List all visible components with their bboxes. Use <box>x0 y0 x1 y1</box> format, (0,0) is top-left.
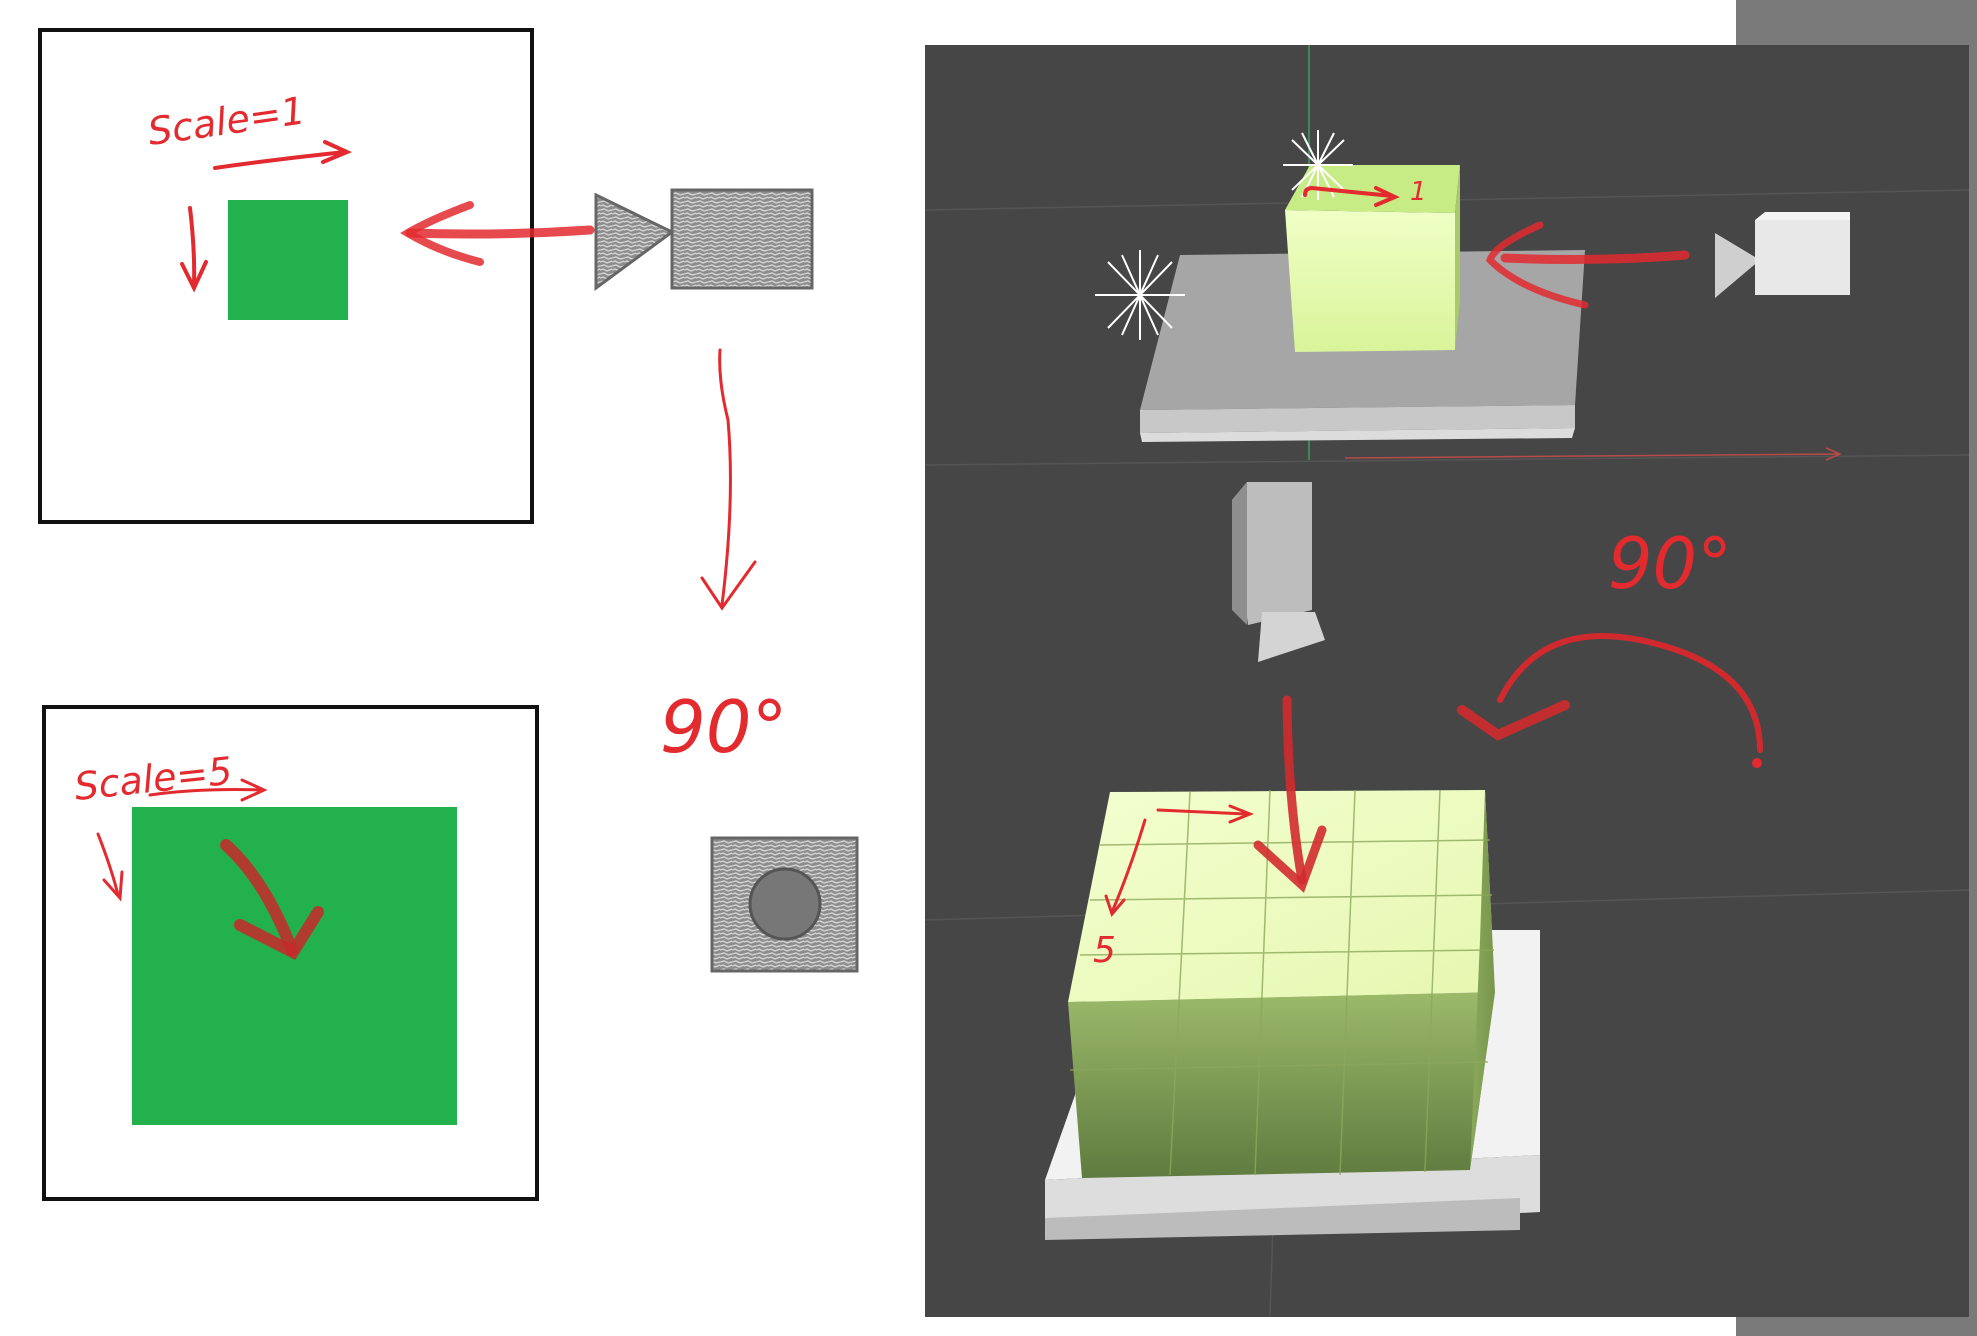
camera-icon <box>594 188 814 291</box>
3d-scene: 1 90° <box>924 45 1970 1318</box>
light-icon <box>1283 130 1353 200</box>
green-square-large <box>132 807 457 1125</box>
scene-bottom-axis-label: 5 <box>1093 930 1116 971</box>
cube-scale-5 <box>1068 789 1495 1178</box>
scale-1-view: Scale=1 <box>38 28 534 524</box>
scene-top-axis-label: 1 <box>1410 177 1427 207</box>
camera-3d-icon <box>1232 482 1325 662</box>
rotation-label-right: 90° <box>1608 523 1732 605</box>
rotation-label-left: 90° <box>660 685 788 769</box>
camera-3d-icon <box>1715 212 1850 298</box>
camera-top-view-icon <box>710 836 859 973</box>
green-square-small <box>228 200 348 320</box>
cube-scale-1 <box>1285 165 1460 352</box>
light-icon <box>1095 250 1185 340</box>
scale-5-view: Scale=5 <box>42 705 539 1201</box>
